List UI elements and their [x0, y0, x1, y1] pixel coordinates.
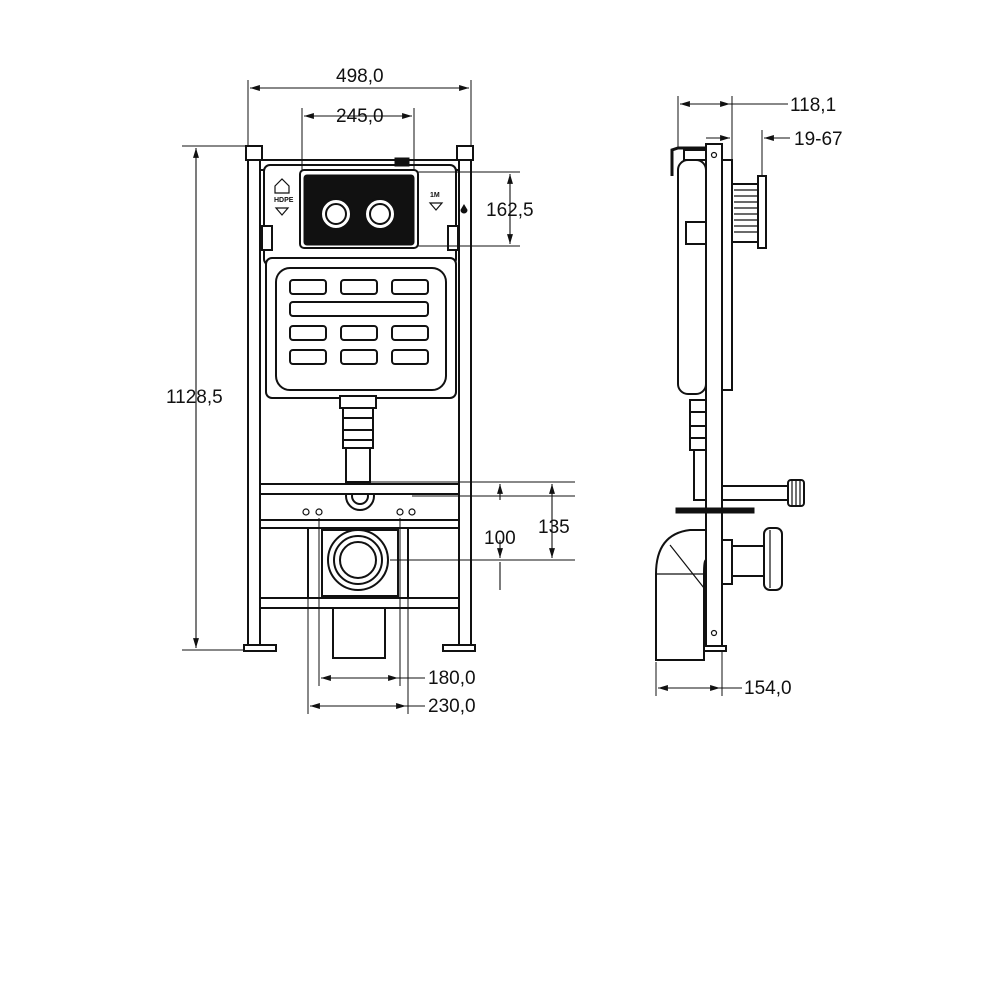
right-pipe-label: 1M	[430, 192, 440, 199]
left-pipe-label: HDPE	[274, 197, 294, 204]
side-upright	[705, 143, 723, 649]
bottom-crossbar	[259, 597, 460, 609]
side-inlet-pipe	[721, 479, 805, 507]
drain-height-b-label: 135	[538, 517, 570, 538]
arrow-down-icon	[428, 202, 444, 211]
side-clip	[685, 221, 707, 245]
arrow-down-icon	[274, 207, 290, 216]
side-flush-pipe	[689, 399, 707, 501]
side-plate	[721, 159, 733, 391]
wall-range-label: 19-67	[794, 129, 843, 150]
side-drain-elbow	[655, 527, 783, 661]
cistern-inner	[275, 267, 447, 391]
left-clip	[261, 225, 273, 251]
panel-height-label: 162,5	[486, 200, 534, 221]
left-upright	[247, 145, 261, 647]
left-top-cap	[245, 145, 263, 161]
right-upright	[458, 145, 472, 647]
depth-top-label: 118,1	[790, 95, 836, 116]
drain-pipe	[332, 607, 386, 659]
bolt-holes	[302, 508, 416, 516]
side-foot	[703, 645, 727, 652]
button-width-label: 245,0	[336, 106, 384, 127]
overall-width-label: 498,0	[336, 66, 384, 87]
depth-bottom-label: 154,0	[744, 678, 792, 699]
side-cistern	[677, 159, 707, 395]
middle-crossbar	[259, 483, 460, 495]
flush-plate	[303, 174, 415, 246]
drain-outlet	[327, 529, 389, 591]
right-top-cap	[456, 145, 474, 161]
side-crossbar	[675, 507, 755, 514]
bolt-spacing-outer-label: 230,0	[428, 696, 476, 717]
cistern-grid	[289, 279, 429, 365]
side-actuator	[731, 175, 767, 249]
top-hook	[670, 146, 706, 176]
lower-crossbar	[259, 519, 460, 529]
house-icon	[274, 178, 290, 194]
top-clip	[394, 157, 410, 167]
right-foot	[442, 644, 476, 652]
side-view: 118,1 19-67 154,0	[655, 95, 843, 699]
front-view: HDPE 1M	[166, 66, 575, 717]
water-icon	[460, 204, 468, 214]
drain-height-a-label: 100	[484, 528, 516, 549]
overall-height-label: 1128,5	[166, 387, 223, 408]
right-clip	[447, 225, 459, 251]
left-foot	[243, 644, 277, 652]
bolt-spacing-inner-label: 180,0	[428, 668, 476, 689]
